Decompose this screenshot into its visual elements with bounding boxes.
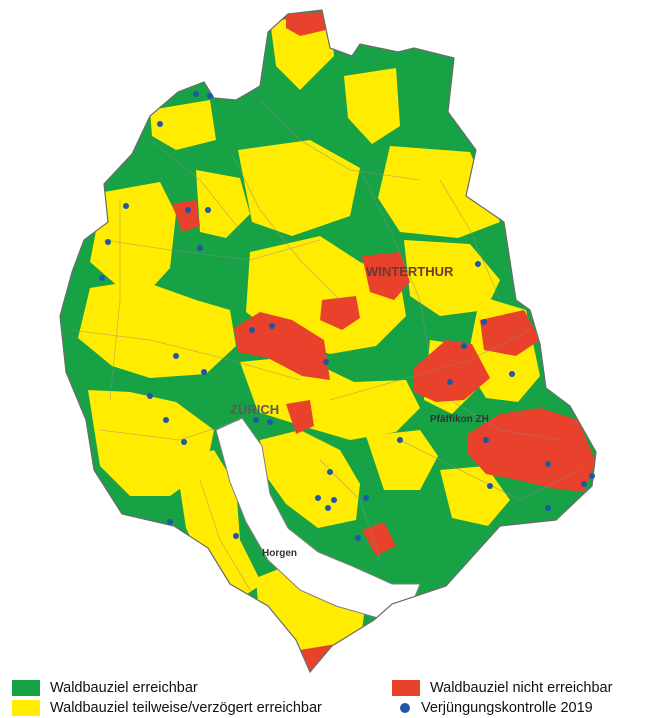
sample-point [331, 497, 337, 503]
map-legend: Waldbauziel erreichbar Waldbauziel teilw… [0, 676, 654, 718]
zone-red-winterthur [362, 252, 410, 300]
zone-yellow-lake-right [260, 430, 360, 528]
sample-point [363, 495, 369, 501]
legend-item-red: Waldbauziel nicht erreichbar [392, 678, 612, 698]
legend-label-yellow: Waldbauziel teilweise/verzögert erreichb… [50, 700, 322, 716]
sample-point [461, 343, 467, 349]
zone-yellow-lake-left [176, 450, 262, 604]
sample-point [197, 245, 203, 251]
sample-point [205, 207, 211, 213]
sample-point [315, 495, 321, 501]
sample-point [545, 505, 551, 511]
sample-point [475, 261, 481, 267]
sample-point [157, 121, 163, 127]
sample-point [447, 379, 453, 385]
label-pfaeffikon: Pfäffikon ZH [430, 414, 489, 425]
sample-point [269, 323, 275, 329]
sample-point [581, 481, 587, 487]
legend-swatch-yellow [12, 700, 40, 716]
sample-point [233, 533, 239, 539]
sample-point [487, 483, 493, 489]
label-zuerich: ZÜRICH [230, 402, 279, 417]
sample-point [327, 469, 333, 475]
zone-yellow-east-3 [440, 466, 510, 526]
sample-point [253, 417, 259, 423]
sample-point [509, 371, 515, 377]
zone-yellow-ne-2 [404, 240, 500, 316]
sample-point [267, 419, 273, 425]
zone-yellow-north-1 [270, 18, 334, 90]
sample-point [193, 91, 199, 97]
sample-point [185, 207, 191, 213]
zone-red-center-east [320, 296, 360, 330]
zone-red-north [286, 12, 326, 36]
municipal-borders [69, 99, 581, 591]
lake-zurich [215, 417, 421, 619]
sample-point [207, 93, 213, 99]
sample-point [545, 461, 551, 467]
sample-point [105, 239, 111, 245]
sample-point [167, 519, 173, 525]
zone-yellow-north-3 [196, 170, 250, 238]
legend-item-dot: Verjüngungskontrolle 2019 [392, 698, 593, 718]
sample-point [355, 535, 361, 541]
sample-point [481, 319, 487, 325]
sample-points [99, 91, 595, 541]
canton-zurich-map: WINTERTHUR ZÜRICH Horgen Pfäffikon ZH [59, 9, 597, 673]
sample-point [201, 369, 207, 375]
zone-yellow-center-north [238, 140, 360, 236]
sample-point [483, 437, 489, 443]
zone-red-zurich [286, 400, 314, 434]
zone-red-center-west [234, 312, 330, 380]
zone-red-east-1 [480, 310, 540, 356]
zone-yellow-west-1 [78, 280, 236, 378]
sample-point [181, 439, 187, 445]
sample-point [99, 275, 105, 281]
zone-yellow-nw-1 [150, 100, 216, 150]
sample-point [249, 327, 255, 333]
forest-zones [69, 12, 596, 672]
legend-dot-symbol [400, 703, 410, 713]
legend-item-yellow: Waldbauziel teilweise/verzögert erreichb… [12, 698, 322, 718]
sample-point [323, 359, 329, 365]
zone-red-nw [172, 200, 200, 232]
legend-label-red: Waldbauziel nicht erreichbar [430, 680, 613, 696]
zone-yellow-center-2 [240, 356, 420, 440]
zone-yellow-nw-2 [90, 182, 176, 290]
sample-point [589, 473, 595, 479]
label-winterthur: WINTERTHUR [366, 264, 454, 279]
zone-yellow-ne-1 [378, 146, 500, 238]
zones-red [172, 12, 596, 672]
zone-yellow-east-4 [366, 430, 438, 490]
place-labels: WINTERTHUR ZÜRICH Horgen Pfäffikon ZH [230, 264, 489, 559]
legend-item-green: Waldbauziel erreichbar [12, 678, 198, 698]
sample-point [173, 353, 179, 359]
label-horgen: Horgen [262, 548, 297, 559]
sample-point [123, 203, 129, 209]
sample-point [397, 437, 403, 443]
sample-point [147, 393, 153, 399]
legend-label-dot: Verjüngungskontrolle 2019 [421, 700, 593, 716]
zone-yellow-north-2 [344, 68, 400, 144]
legend-label-green: Waldbauziel erreichbar [50, 680, 198, 696]
sample-point [325, 505, 331, 511]
zone-red-east-2 [414, 340, 490, 402]
zone-red-southeast [468, 408, 596, 492]
sample-point [163, 417, 169, 423]
legend-swatch-green [12, 680, 40, 696]
legend-swatch-red [392, 680, 420, 696]
